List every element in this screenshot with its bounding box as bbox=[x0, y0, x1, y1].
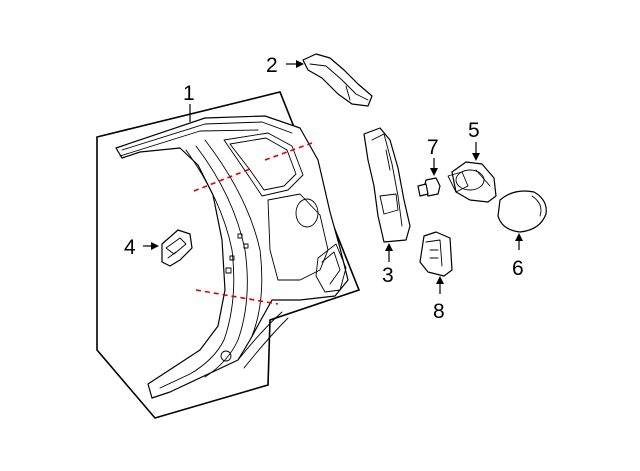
bracket-block bbox=[419, 231, 453, 277]
callout-5: 5 bbox=[468, 119, 480, 142]
cut-line-upper-left bbox=[193, 168, 251, 192]
bracket-body bbox=[302, 53, 373, 107]
part-5-filler-housing[interactable] bbox=[447, 161, 497, 203]
fuel-door-opening bbox=[295, 198, 319, 228]
callout-4: 4 bbox=[124, 236, 136, 259]
part-4-clip[interactable] bbox=[161, 229, 193, 267]
part-6-fuel-door[interactable] bbox=[497, 190, 547, 233]
wheel-arch bbox=[237, 311, 289, 369]
callout-8: 8 bbox=[433, 300, 445, 323]
quarter-window bbox=[223, 132, 304, 197]
part-7-fastener[interactable] bbox=[417, 177, 441, 197]
callout-6: 6 bbox=[512, 257, 524, 280]
part-3-reinforcement[interactable] bbox=[363, 127, 411, 243]
callout-3: 3 bbox=[382, 264, 394, 287]
fastener-shank bbox=[417, 183, 429, 197]
c-pillar bbox=[159, 149, 235, 389]
fuel-door-body bbox=[497, 190, 547, 233]
tail-lamp-pocket bbox=[315, 243, 347, 293]
callout-1: 1 bbox=[183, 82, 195, 105]
housing-body bbox=[451, 161, 497, 203]
part-2-bracket[interactable] bbox=[302, 53, 373, 107]
callout-7: 7 bbox=[427, 136, 439, 159]
cut-line-lower bbox=[195, 289, 279, 305]
roof-rail bbox=[119, 121, 293, 157]
part-8-bracket[interactable] bbox=[419, 231, 453, 277]
part-1-quarter-panel[interactable] bbox=[96, 91, 361, 419]
reinforcement-body bbox=[363, 127, 411, 243]
callout-2: 2 bbox=[266, 54, 278, 77]
